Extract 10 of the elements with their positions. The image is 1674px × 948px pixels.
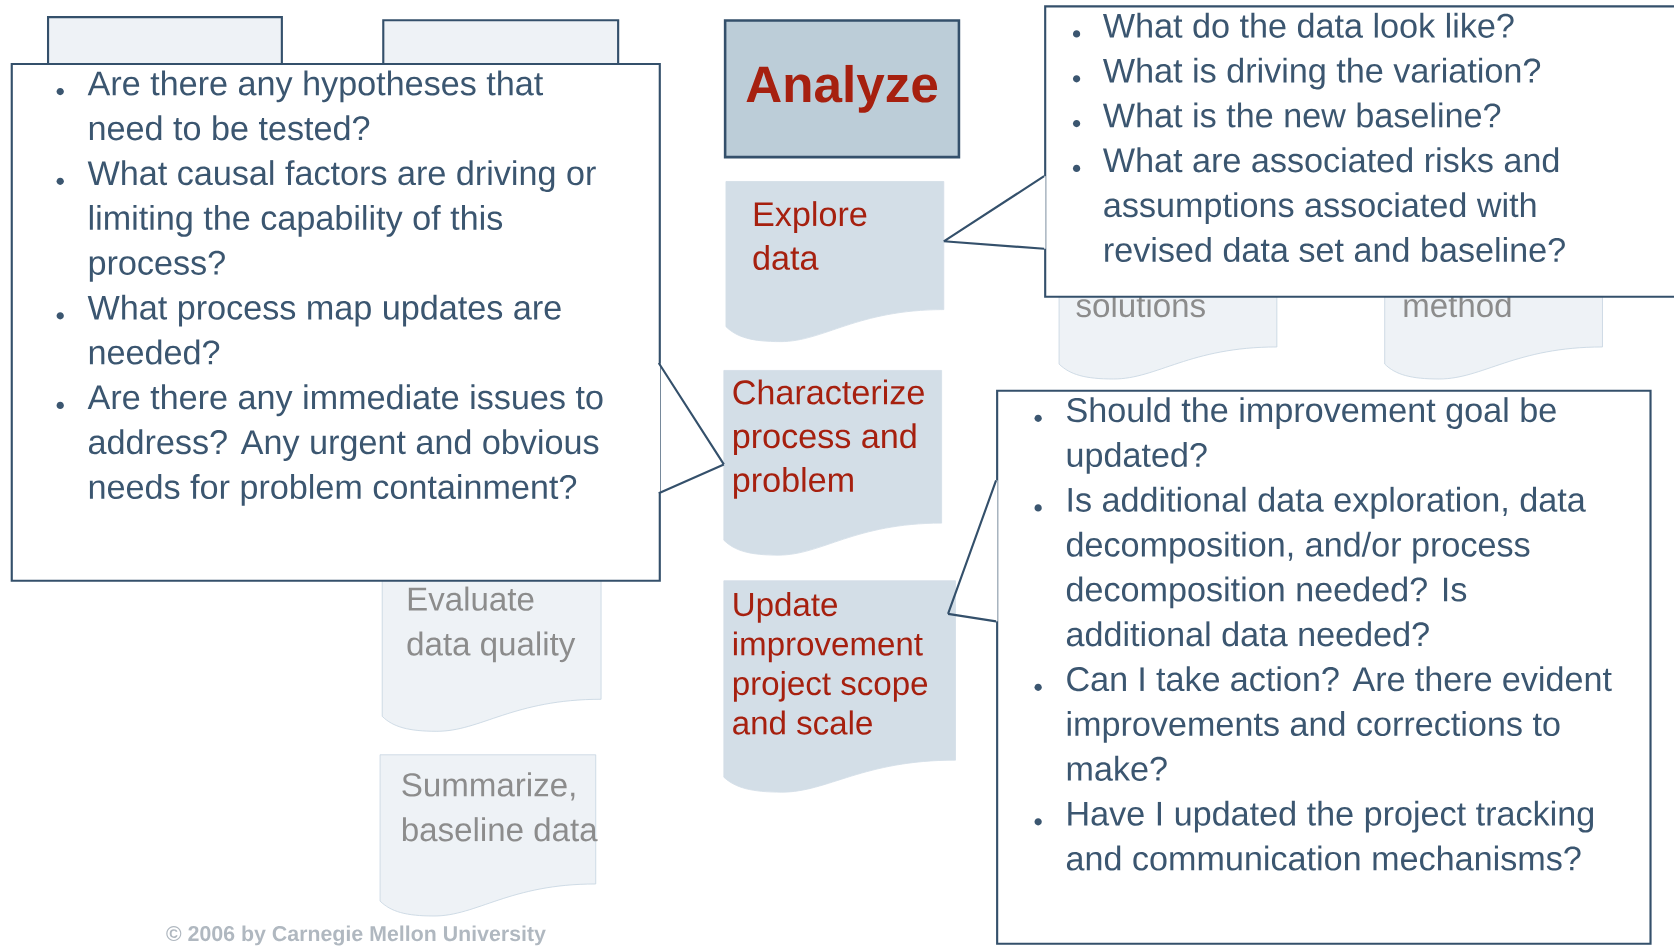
callout-box: What do the data look like? What is driving the variation? What is the new baseline? What are associated risks and assumptions associated with revised data set and baseline? — [1044, 5, 1674, 298]
empty-box — [47, 16, 283, 66]
callout-pointer — [942, 175, 1046, 250]
copyright-note: © 2006 by Carnegie Mellon University — [166, 925, 546, 946]
callout-pointer — [657, 361, 725, 495]
callout-pointer — [946, 479, 998, 623]
callout-box: Should the improvement goal be updated? Is additional data exploration, data decomposition, and/or process decomposition needed? Is additional data needed? Can I take action? Are there evident improvements and corrections to make? Have I updated the project tracking and communication mechanisms? — [996, 389, 1652, 945]
empty-box — [382, 19, 620, 66]
phase-box: Analyze — [723, 19, 961, 159]
callout-box: Are there any hypotheses that need to be tested? What causal factors are driving or limiting the capability of this process? What process map updates are needed? Are there any immediate issues to address? Any urgent and obvious needs for problem containment? — [10, 63, 661, 582]
